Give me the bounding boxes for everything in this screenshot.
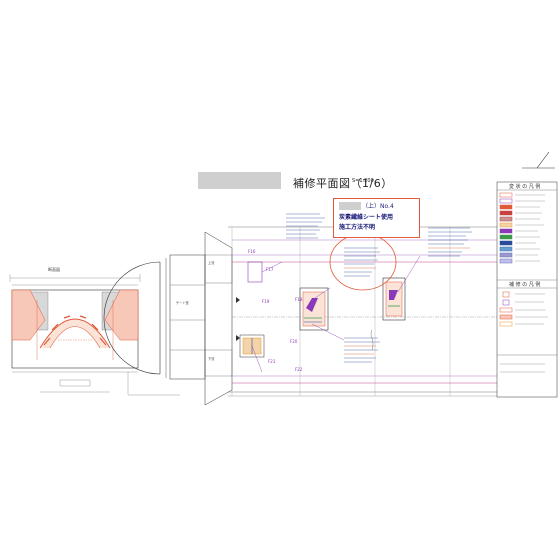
corner-mark — [522, 151, 555, 169]
cross-section — [9, 274, 180, 396]
scale-label: S=1:200 — [352, 178, 374, 184]
repair-box-1 — [239, 261, 265, 358]
page-title: 補修平面図（1/6） — [293, 177, 393, 190]
callout-heading: （上）No.4 — [362, 203, 394, 210]
legend-title-damage: 変 状 の 凡 例 — [509, 184, 541, 190]
f-label-1: F16 — [248, 249, 256, 254]
f-label-3: F18 — [295, 297, 303, 302]
section-label: 断面図 — [48, 267, 60, 272]
callout-line1: 炭素繊維シート使用 — [339, 214, 394, 221]
f-label-2: F17 — [266, 267, 274, 272]
repair-box-2 — [299, 287, 329, 331]
annotation-cluster-3 — [428, 227, 472, 257]
annotation-cluster-1 — [286, 213, 325, 239]
annotation-cluster-2 — [344, 247, 380, 277]
label-upstream: 上流 — [208, 261, 215, 265]
annotation-cluster-4 — [344, 337, 380, 363]
f-label-7: F22 — [295, 367, 303, 372]
callout-note: （上）No.4 炭素繊維シート使用 施工方法不明 — [333, 198, 420, 238]
redacted-box-small — [339, 202, 361, 210]
callout-line2: 施工方法不明 — [339, 224, 376, 231]
f-label-6: F21 — [268, 359, 276, 364]
plan-lines — [228, 226, 497, 397]
legend-panel — [496, 181, 558, 398]
f-label-5: F20 — [290, 339, 298, 344]
f-label-4: F19 — [262, 299, 270, 304]
redacted-box — [198, 172, 281, 189]
label-gate: ゲート室 — [176, 301, 189, 305]
repair-box-3 — [382, 277, 406, 321]
legend-title-repair: 補 修 の 凡 例 — [509, 282, 541, 288]
leader-lines — [251, 255, 421, 373]
label-downstream: 下流 — [208, 357, 215, 361]
